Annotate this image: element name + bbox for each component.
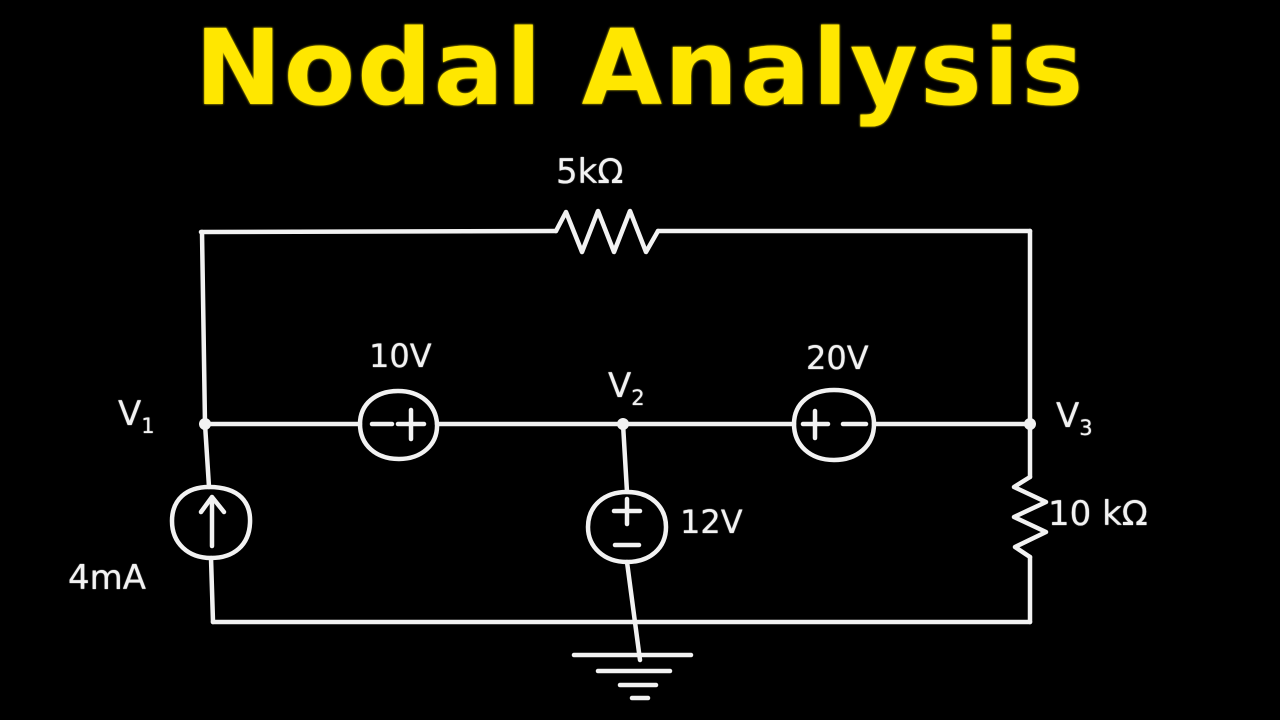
node-label-v2-letter: V — [608, 366, 632, 406]
wire-v2-to-12v — [620, 421, 630, 495]
page-title: Nodal Analysis — [194, 7, 1086, 129]
node-label-v2-subscript: 2 — [631, 385, 645, 410]
current-source-arrowhead — [198, 494, 227, 515]
resistor-right-label: 10 kΩ — [1048, 494, 1148, 534]
node-label-v1-subscript: 1 — [141, 413, 155, 438]
source-20v-label: 20V — [806, 339, 869, 377]
node-dot-v2 — [617, 418, 629, 430]
node-label-v1-letter: V — [118, 394, 142, 434]
wire-12v-to-ground — [624, 559, 643, 663]
node-label-v3: V3 — [1056, 396, 1093, 440]
resistor-top-label: 5kΩ — [556, 152, 624, 192]
resistor-top-symbol — [553, 208, 661, 255]
wire-left-upper — [199, 229, 208, 427]
source-20v-circle — [791, 387, 877, 463]
node-label-v2: V2 — [608, 366, 645, 410]
wire-top-left — [198, 228, 559, 235]
source-12v-label: 12V — [680, 503, 743, 541]
source-10v-label: 10V — [369, 337, 432, 375]
current-source-label: 4mA — [68, 558, 147, 598]
wire-left-lower — [208, 555, 216, 625]
node-label-v1: V1 — [118, 394, 155, 438]
node-label-v3-letter: V — [1056, 396, 1080, 436]
node-label-v3-subscript: 3 — [1079, 415, 1093, 440]
node-dot-v3 — [1024, 418, 1036, 430]
wire-left-mid — [202, 421, 212, 490]
node-dot-v1 — [199, 418, 211, 430]
source-10v-circle — [357, 388, 440, 462]
resistor-right-symbol — [1011, 474, 1049, 560]
